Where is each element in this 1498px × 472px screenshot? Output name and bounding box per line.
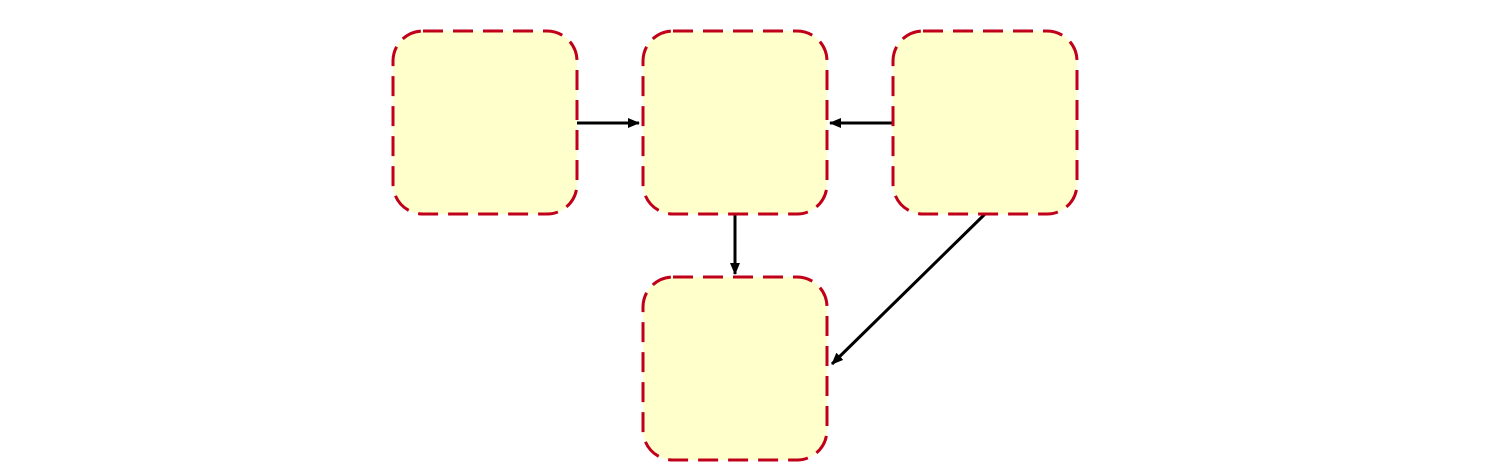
- node-top-center: [641, 29, 829, 216]
- node-bottom-center: [641, 275, 829, 462]
- node-top-right: [891, 29, 1079, 216]
- node-top-left: [391, 29, 579, 216]
- edge-top-right-to-bottom-center: [830, 212, 987, 366]
